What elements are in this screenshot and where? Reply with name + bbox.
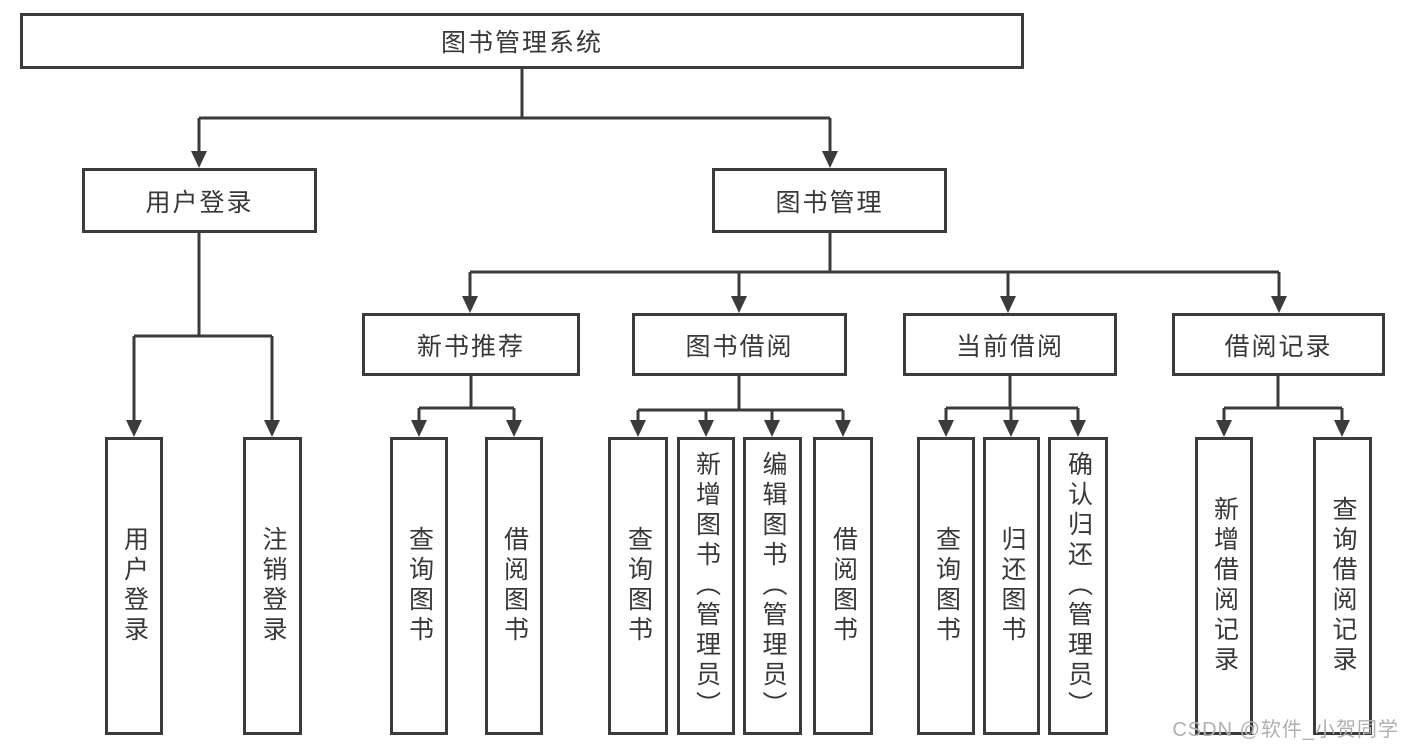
- leaf-logout: 注销登录: [243, 437, 302, 735]
- leaf-label: 归还图书: [998, 526, 1026, 646]
- leaf-borrow-book-recommend: 借阅图书: [485, 437, 543, 735]
- node-book-borrow: 图书借阅: [632, 313, 847, 376]
- node-book-management-label: 图书管理: [775, 188, 884, 217]
- leaf-label: 注销登录: [259, 526, 287, 646]
- leaf-label: 编辑图书（管理员）: [759, 451, 787, 721]
- leaf-label: 确认归还（管理员）: [1064, 451, 1093, 721]
- leaf-label: 用户登录: [120, 526, 149, 646]
- leaf-query-borrow-record: 查询借阅记录: [1313, 437, 1372, 735]
- leaf-label: 借阅图书: [829, 526, 858, 646]
- leaf-add-borrow-record: 新增借阅记录: [1195, 437, 1253, 735]
- node-user-login-label: 用户登录: [145, 188, 254, 217]
- leaf-label: 查询图书: [624, 526, 653, 646]
- node-borrow-record: 借阅记录: [1172, 313, 1385, 376]
- leaf-confirm-return-admin: 确认归还（管理员）: [1048, 437, 1108, 735]
- leaf-label: 查询借阅记录: [1329, 496, 1357, 676]
- node-user-login: 用户登录: [82, 168, 317, 233]
- leaf-add-book-admin: 新增图书（管理员）: [677, 437, 735, 735]
- arrowheads: [126, 151, 1350, 437]
- leaf-user-login: 用户登录: [105, 437, 163, 735]
- node-new-book-recommend-label: 新书推荐: [416, 332, 525, 361]
- node-book-borrow-label: 图书借阅: [685, 332, 794, 361]
- leaf-return-book: 归还图书: [983, 437, 1040, 735]
- leaf-label: 借阅图书: [500, 526, 529, 646]
- leaf-query-book-recommend: 查询图书: [390, 437, 448, 735]
- node-new-book-recommend: 新书推荐: [362, 313, 580, 376]
- leaf-label: 新增借阅记录: [1210, 496, 1239, 676]
- watermark: CSDN @软件_小贺同学: [1172, 719, 1399, 741]
- node-current-borrow-label: 当前借阅: [955, 332, 1064, 361]
- node-root-label: 图书管理系统: [440, 29, 603, 57]
- node-borrow-record-label: 借阅记录: [1224, 332, 1333, 361]
- leaf-label: 查询图书: [405, 526, 434, 646]
- leaf-query-book-borrow: 查询图书: [608, 437, 668, 735]
- leaf-query-book-current: 查询图书: [917, 437, 975, 735]
- node-current-borrow: 当前借阅: [903, 313, 1117, 376]
- leaf-label: 新增图书（管理员）: [692, 451, 721, 721]
- leaf-edit-book-admin: 编辑图书（管理员）: [743, 437, 802, 735]
- node-book-management: 图书管理: [712, 168, 947, 233]
- connector-path: [132, 69, 1344, 424]
- leaf-label: 查询图书: [932, 526, 961, 646]
- leaf-borrow-book: 借阅图书: [813, 437, 873, 735]
- node-root: 图书管理系统: [20, 13, 1024, 69]
